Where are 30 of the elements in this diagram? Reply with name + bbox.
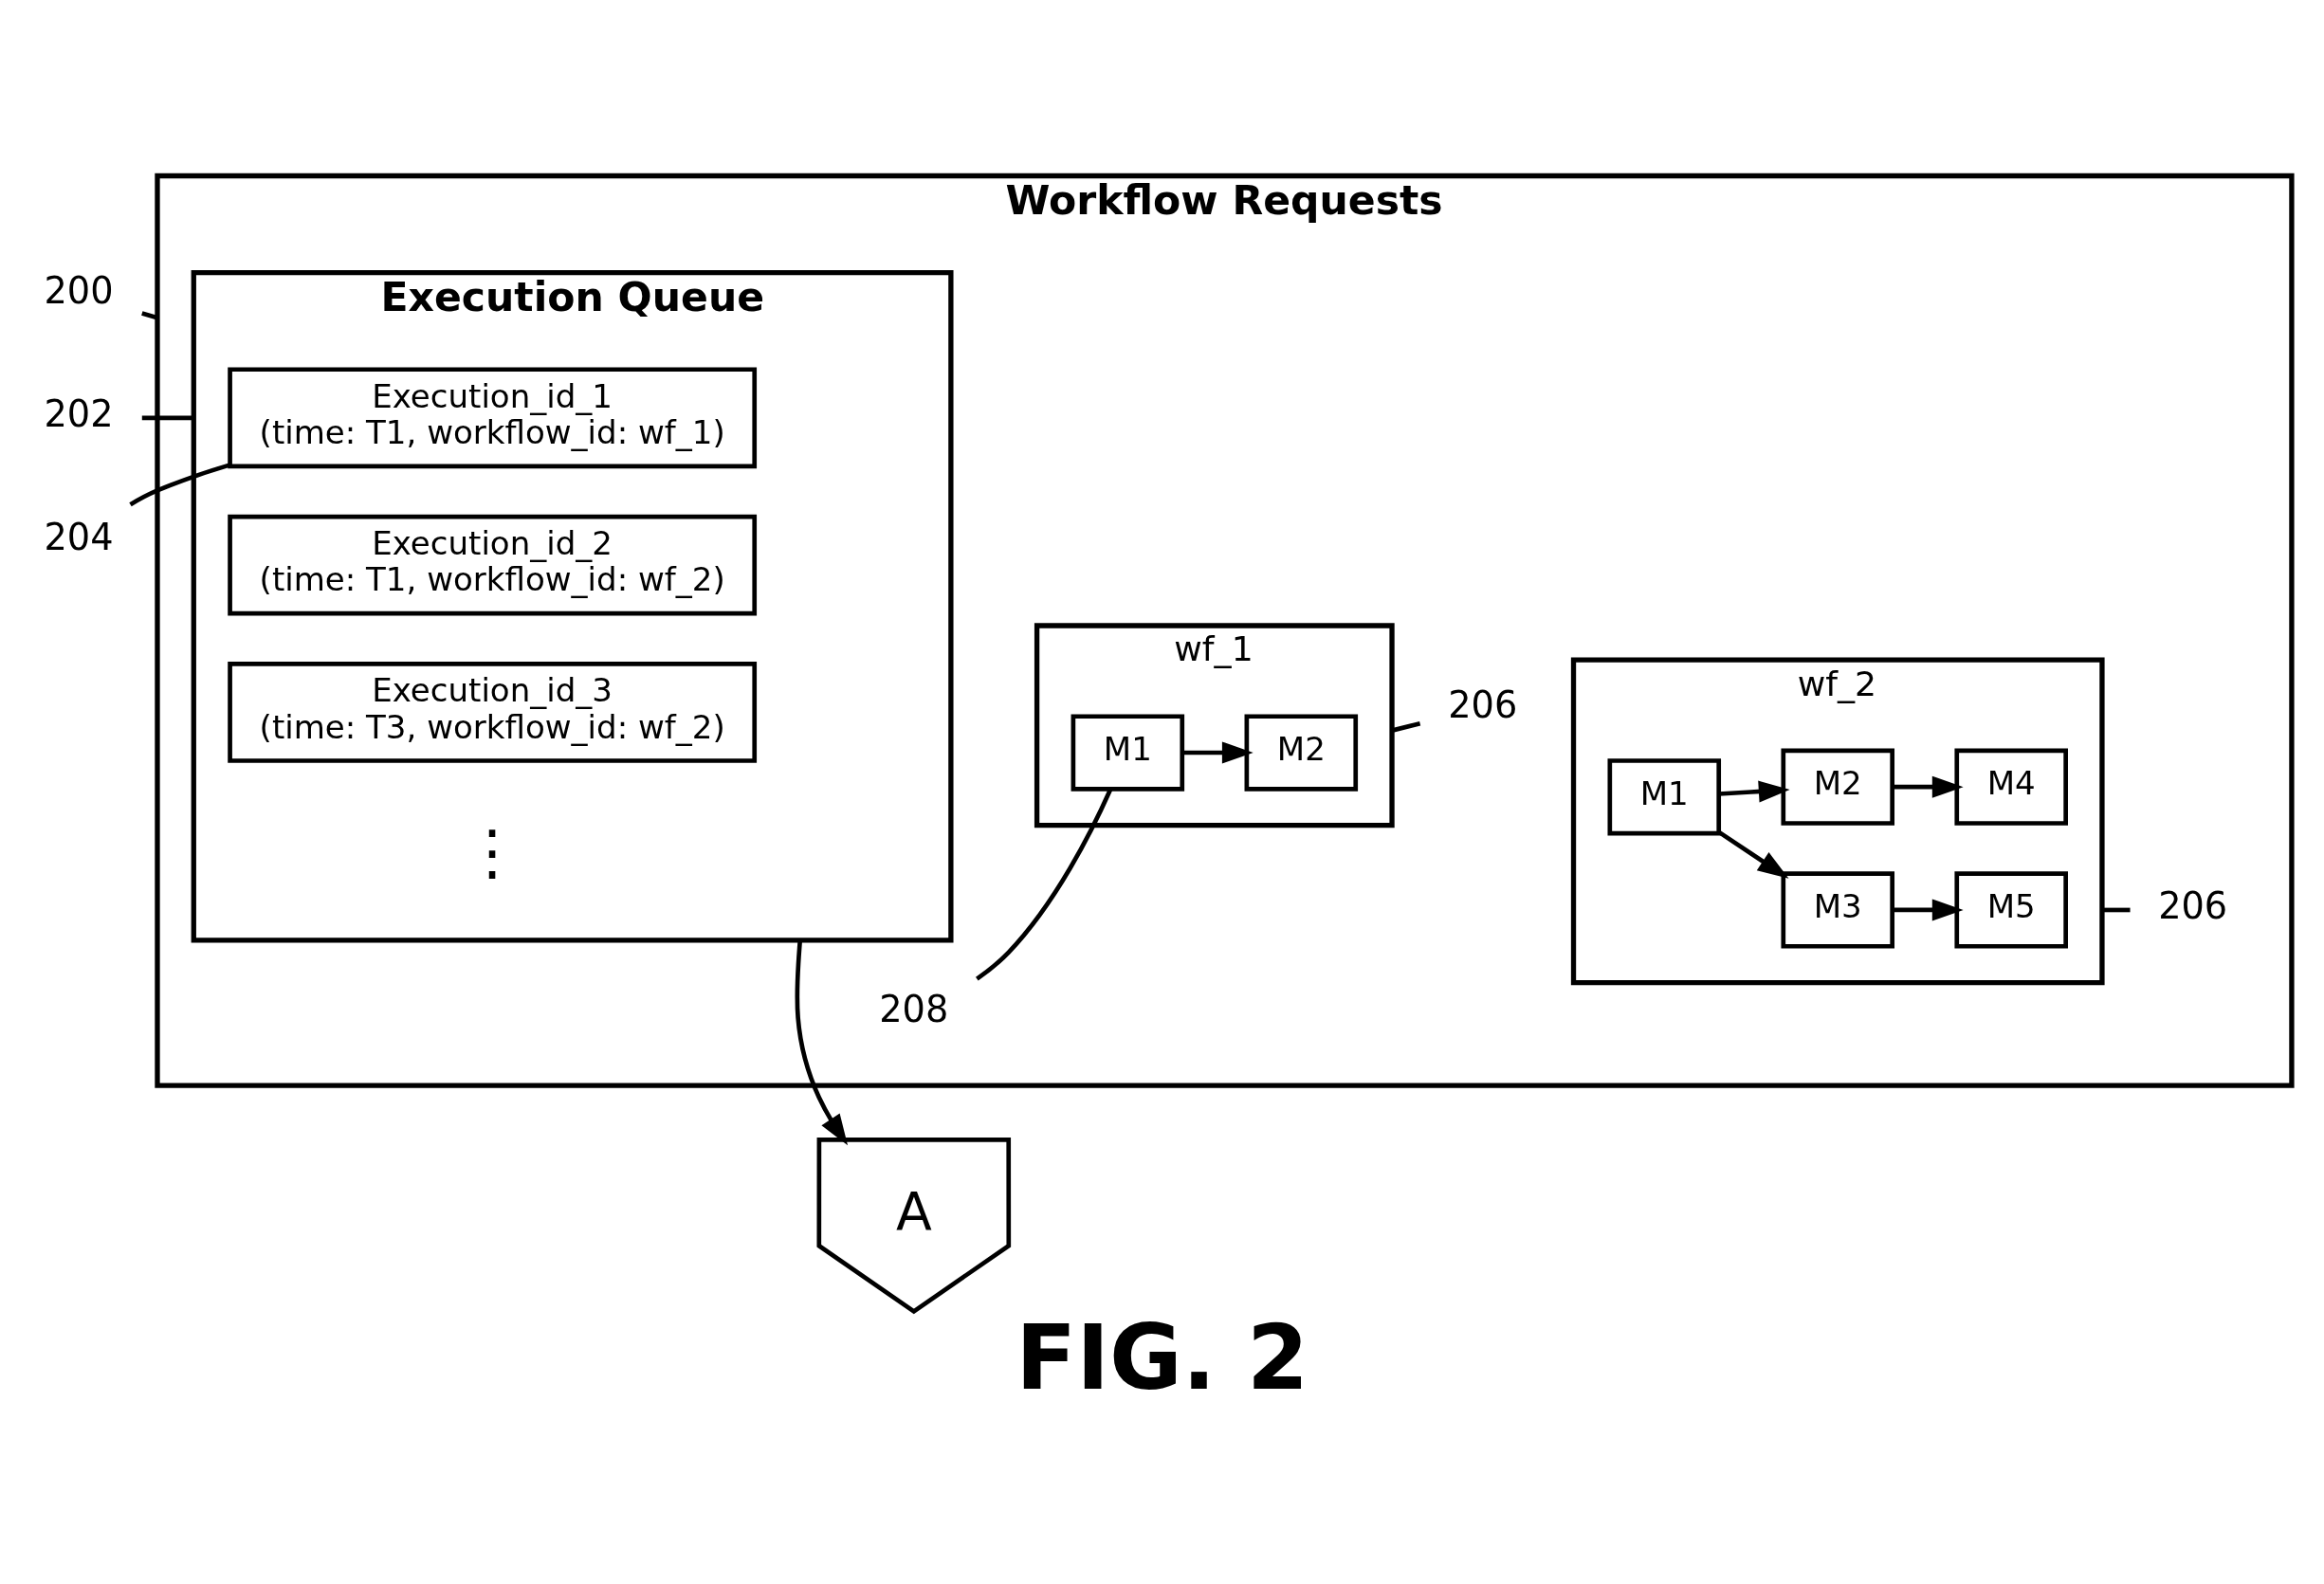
- label: ⋮: [462, 816, 523, 887]
- arrow: [1182, 741, 1253, 764]
- node-text: 206: [2158, 884, 2228, 928]
- node-box: M2: [1244, 714, 1359, 792]
- connector: [141, 311, 158, 320]
- node-text: 204: [44, 515, 114, 558]
- node-box: M1: [1071, 714, 1185, 792]
- node-box: Execution_id_3 (time: T3, workflow_id: wf_2): [228, 662, 758, 763]
- node-box: M1: [1607, 758, 1722, 836]
- node-box: M3: [1781, 871, 1894, 949]
- connector: [129, 463, 230, 507]
- arrow: [1892, 899, 1964, 921]
- node-text: 208: [879, 987, 949, 1030]
- connector: [2101, 907, 2131, 913]
- connector: [141, 415, 194, 421]
- node-box: M4: [1954, 748, 2068, 826]
- arrow: [1717, 829, 1789, 879]
- node-box: Execution_id_1 (time: T1, workflow_id: wf_1): [228, 367, 758, 469]
- node-box: M2: [1781, 748, 1894, 826]
- node-text: 206: [1448, 683, 1518, 726]
- arrow: [1718, 780, 1790, 803]
- connector: [1391, 720, 1421, 733]
- node-box: M5: [1954, 871, 2068, 949]
- node-box: Execution_id_2 (time: T1, workflow_id: wf_2): [228, 514, 758, 616]
- connector: [976, 788, 1113, 981]
- node-text: 202: [44, 392, 114, 436]
- arrow: [1892, 775, 1964, 798]
- caption: FIG. 2: [1016, 1305, 1309, 1410]
- node-text: 200: [44, 269, 114, 313]
- arrow: [795, 939, 849, 1146]
